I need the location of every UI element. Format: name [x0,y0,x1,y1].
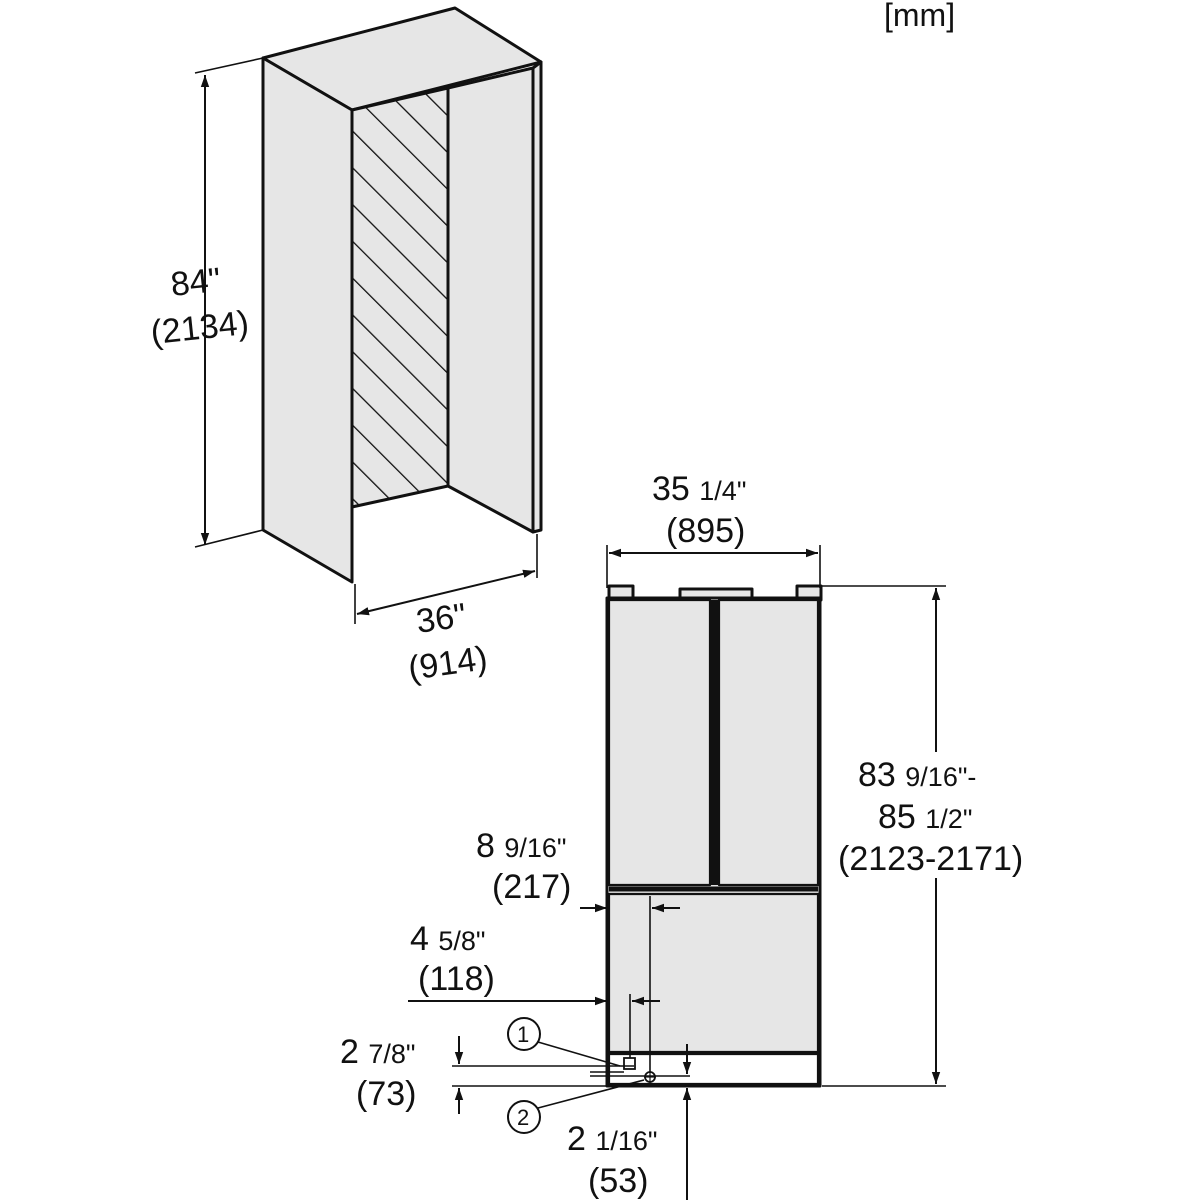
appliance-front [605,584,823,1088]
freezer-drawer [607,892,820,1054]
dim-c-mm: (73) [356,1075,416,1113]
dim-b-lines [408,994,660,1062]
appliance-height-line1: 83 9/16"- [858,756,976,794]
appliance-width-label: 35 1/4" [652,470,746,508]
callout-2-number: 2 [517,1105,529,1130]
niche-height-in: 84" [169,261,223,304]
appliance-width-mm: (895) [666,512,745,550]
niche-left-side [261,56,354,584]
dim-c-label: 2 7/8" [340,1033,416,1071]
unit-label: [mm] [884,0,955,33]
niche-height-mm: (2134) [149,304,251,352]
dim-c-lines [452,1036,690,1114]
dim-a-mm: (217) [492,868,571,906]
connection-point-2 [644,1071,656,1083]
niche-cabinet [261,6,543,584]
dim-b-mm: (118) [418,960,495,998]
niche-back-wall [350,86,450,509]
dim-a-lines [580,896,680,1078]
dim-a-label: 8 9/16" [476,827,567,865]
dim-b-label: 4 5/8" [410,920,486,958]
left-door [607,598,712,887]
dim-d-mm: (53) [588,1162,648,1200]
niche-height-dimension [194,57,264,548]
connection-point-1 [623,1057,636,1070]
niche-width-dimension [354,534,538,624]
niche-right-edge [531,60,543,534]
callout-2: 2 [507,1079,645,1134]
plinth [607,1052,820,1086]
right-door [717,598,820,887]
appliance-height-line2: 85 1/2" [878,798,972,836]
callout-1: 1 [507,1017,624,1073]
height-label-bg [836,752,1048,878]
niche-right-inner-wall [446,66,535,534]
niche-width-in: 36" [414,596,469,641]
appliance-width-dimension [606,545,821,588]
door-gap [711,600,718,885]
niche-width-mm: (914) [406,639,490,688]
dim-d-label: 2 1/16" [567,1120,658,1158]
callout-1-number: 1 [517,1022,529,1047]
appliance-height-mm: (2123-2171) [838,840,1023,878]
